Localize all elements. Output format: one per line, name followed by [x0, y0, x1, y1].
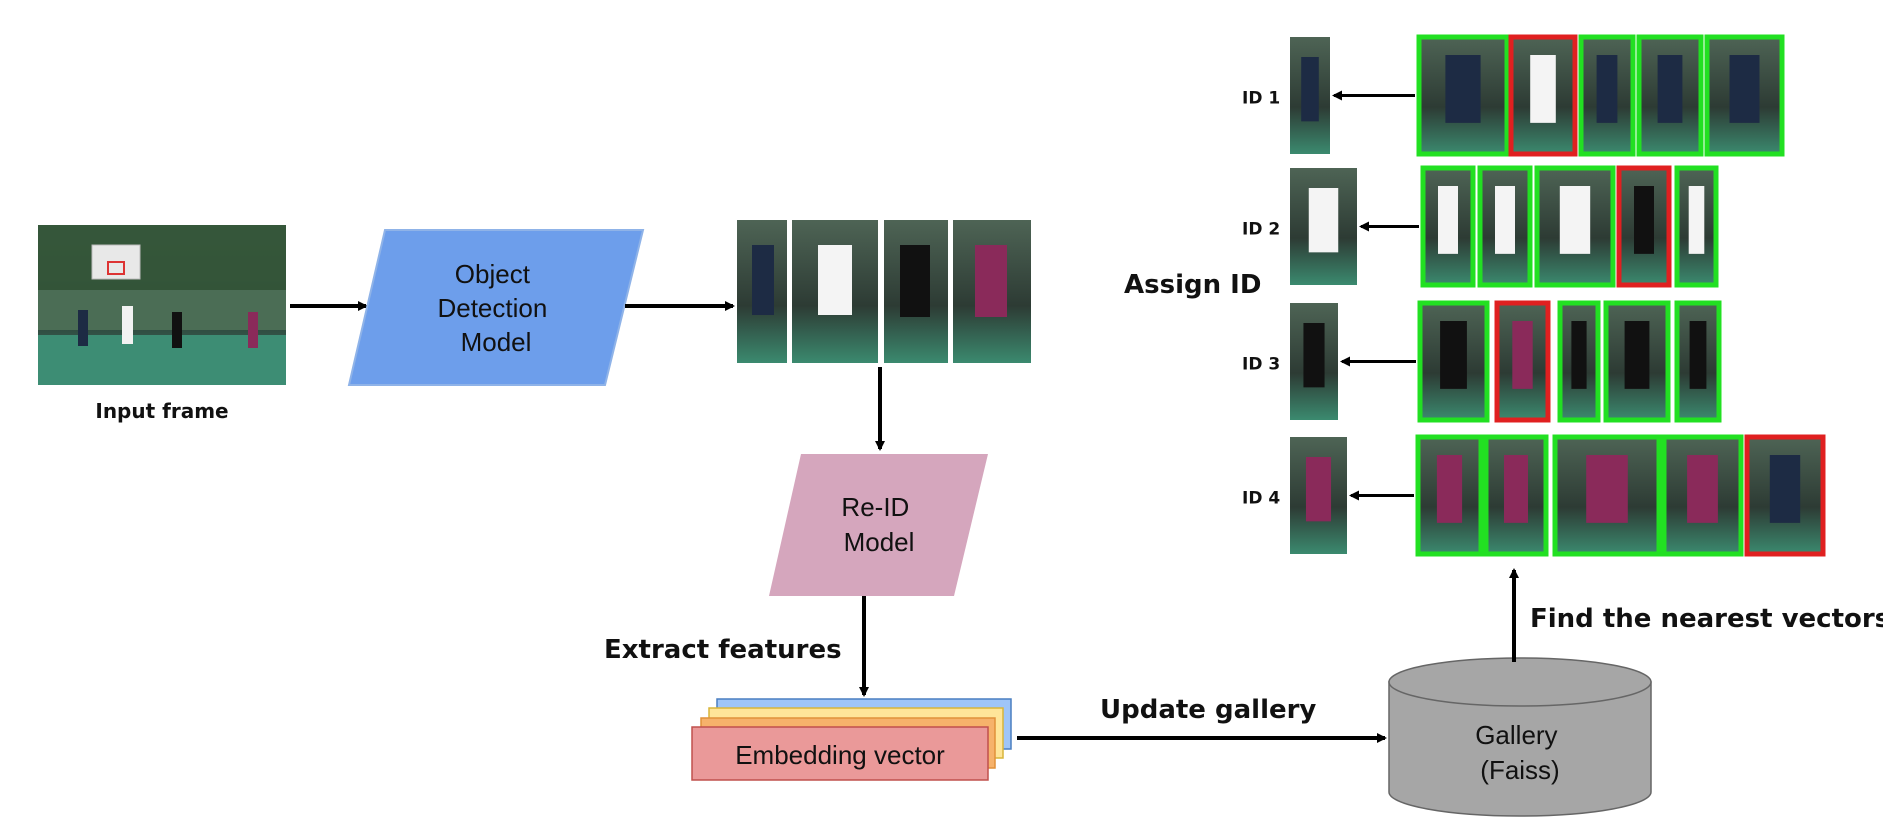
player-figure	[1586, 455, 1628, 523]
player-figure	[1440, 321, 1467, 389]
player-figure	[1769, 455, 1801, 523]
player-figure	[1687, 455, 1718, 523]
match-border	[1552, 434, 1662, 557]
find-nearest-vectors-label: Find the nearest vectors	[1530, 604, 1883, 634]
object-detection-model-label: Object Detection Model	[437, 259, 554, 357]
reid-model-shape	[769, 454, 988, 596]
input-frame-caption: Input frame	[95, 399, 228, 423]
player-figure	[1308, 188, 1339, 253]
object-detection-model-shape	[347, 229, 645, 386]
player-figure	[1688, 186, 1705, 254]
id-row: ID 4	[1242, 434, 1826, 557]
player-figure	[1729, 55, 1760, 123]
player-figure	[1530, 55, 1556, 123]
match-border	[1483, 434, 1549, 557]
id-label: ID 2	[1242, 220, 1280, 240]
match-border	[1557, 300, 1601, 423]
match-border	[1416, 34, 1510, 157]
gallery-database-icon	[1388, 657, 1652, 817]
embedding-vector-stack	[691, 698, 1012, 781]
detected-crops	[737, 220, 1031, 363]
player-figure	[1634, 186, 1654, 254]
match-border	[1417, 300, 1490, 423]
update-gallery-label: Update gallery	[1100, 695, 1316, 725]
id-row: ID 1	[1242, 34, 1785, 157]
extract-features-label: Extract features	[604, 635, 842, 665]
match-border	[1603, 300, 1671, 423]
id-label: ID 4	[1242, 489, 1280, 509]
embedding-vector-label: Embedding vector	[735, 740, 945, 770]
player-figure	[1445, 55, 1481, 123]
reid-model-label: Re-ID Model	[841, 492, 916, 557]
id-label: ID 3	[1242, 355, 1280, 375]
player-figure	[1436, 455, 1463, 523]
id-label: ID 1	[1242, 89, 1280, 109]
match-border	[1420, 165, 1476, 288]
player-figure	[1512, 321, 1533, 389]
player-figure	[1657, 55, 1683, 123]
assign-id-label: Assign ID	[1124, 270, 1261, 300]
gallery-label: Gallery (Faiss)	[1475, 720, 1565, 785]
id-row: ID 2	[1242, 165, 1719, 288]
match-border	[1477, 165, 1533, 288]
match-border	[1704, 34, 1785, 157]
player-figure	[1301, 57, 1319, 122]
match-border	[1636, 34, 1704, 157]
match-border	[1534, 165, 1616, 288]
mismatch-border	[1744, 434, 1826, 557]
player-figure	[1305, 457, 1332, 522]
player-figure	[1559, 186, 1591, 254]
input-frame	[38, 225, 286, 385]
players-icon	[78, 306, 258, 348]
match-border	[1578, 34, 1636, 157]
mismatch-border	[1494, 300, 1551, 423]
match-border	[1674, 165, 1719, 288]
player-figure	[1571, 321, 1587, 389]
mismatch-border	[1508, 34, 1578, 157]
player-figure	[1495, 186, 1515, 254]
player-figure	[1438, 186, 1458, 254]
id-row: ID 3	[1242, 300, 1722, 423]
player-figure	[1504, 455, 1528, 523]
match-border	[1661, 434, 1744, 557]
mismatch-border	[1616, 165, 1672, 288]
player-figure	[1624, 321, 1650, 389]
player-figure	[1303, 323, 1325, 388]
player-figure	[1689, 321, 1707, 389]
id-rows: ID 1 ID 2 ID 3 ID 4	[1242, 34, 1826, 557]
player-figure	[1596, 55, 1618, 123]
match-border	[1415, 434, 1484, 557]
match-border	[1674, 300, 1722, 423]
